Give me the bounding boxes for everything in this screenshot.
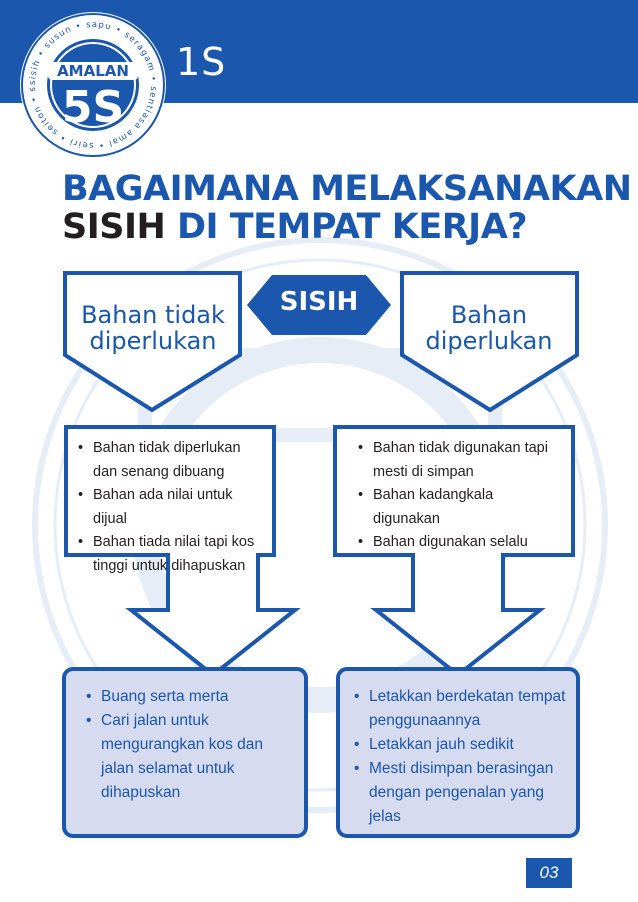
list-item: Letakkan jauh sedikit: [354, 733, 566, 757]
left-heading: Bahan tidak diperlukan: [68, 302, 238, 354]
right-criteria-list: Bahan tidak digunakan tapi mesti di simp…: [358, 437, 558, 555]
section-label: 1S: [176, 40, 227, 84]
page-number: 03: [526, 858, 572, 888]
list-item: Bahan kadangkala digunakan: [358, 484, 558, 531]
left-heading-line-1: Bahan tidak: [81, 301, 225, 329]
title-line-1: BAGAIMANA MELAKSANAKAN: [62, 169, 632, 209]
left-action-list: Buang serta merta Cari jalan untuk mengu…: [86, 685, 276, 805]
right-heading-line-1: Bahan: [450, 301, 528, 329]
left-heading-arrow: [63, 271, 242, 413]
right-heading: Bahan diperlukan: [404, 302, 574, 354]
list-item: Buang serta merta: [86, 685, 276, 709]
title-line-2-rest: DI TEMPAT KERJA?: [165, 207, 528, 247]
title-line-2: SISIH DI TEMPAT KERJA?: [62, 208, 632, 246]
right-heading-arrow: [400, 271, 579, 413]
page-title: BAGAIMANA MELAKSANAKAN SISIH DI TEMPAT K…: [62, 170, 632, 246]
title-sisih-word: SISIH: [62, 207, 166, 247]
list-item: Cari jalan untuk mengurangkan kos dan ja…: [86, 709, 276, 805]
list-item: Letakkan berdekatan tempat penggunaannya: [354, 685, 566, 733]
list-item: Bahan tiada nilai tapi kos tinggi untuk …: [78, 531, 268, 578]
amalan-5s-logo: sisih • susun • sapu • seragam • sentias…: [18, 10, 166, 158]
list-item: Bahan tidak digunakan tapi mesti di simp…: [358, 437, 558, 484]
right-heading-line-2: diperlukan: [425, 327, 553, 355]
list-item: Bahan digunakan selalu: [358, 531, 558, 555]
left-heading-line-2: diperlukan: [89, 327, 217, 355]
sisih-double-arrow: [247, 275, 391, 335]
logo-big-text: 5S: [62, 82, 124, 133]
left-criteria-list: Bahan tidak diperlukan dan senang dibuan…: [78, 437, 268, 578]
logo-main-text: AMALAN: [57, 62, 129, 80]
list-item: Bahan ada nilai untuk dijual: [78, 484, 268, 531]
list-item: Mesti disimpan berasingan dengan pengena…: [354, 757, 566, 829]
sisih-label: SISIH: [279, 287, 359, 317]
right-action-list: Letakkan berdekatan tempat penggunaannya…: [354, 685, 566, 829]
list-item: Bahan tidak diperlukan dan senang dibuan…: [78, 437, 268, 484]
